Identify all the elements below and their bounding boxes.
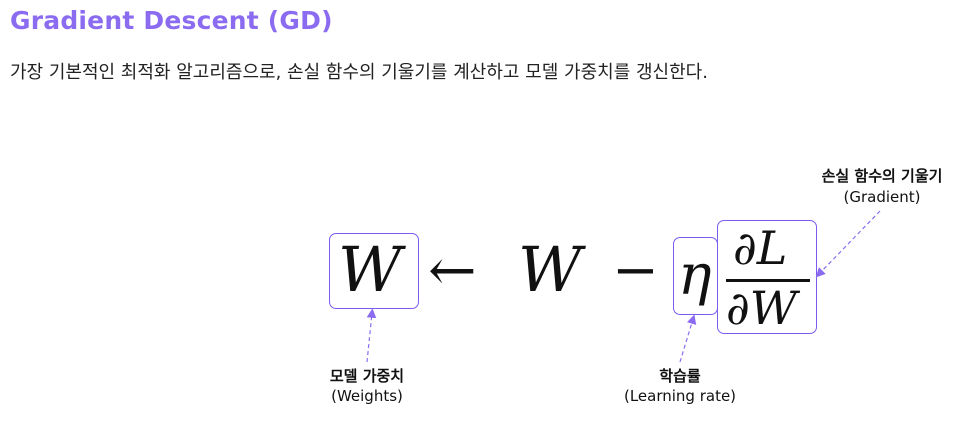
gradient-numerator: ∂L <box>733 221 788 275</box>
fraction-bar <box>726 279 810 282</box>
rhs-weight-symbol: W <box>518 233 582 306</box>
learning-rate-arrow <box>679 314 697 363</box>
page-title: Gradient Descent (GD) <box>10 6 333 35</box>
gradient-denominator: ∂W <box>726 281 798 335</box>
weights-label: 모델 가중치 <box>329 367 405 385</box>
weights-arrow <box>366 308 377 363</box>
gradient-arrow <box>815 210 881 278</box>
page-description: 가장 기본적인 최적화 알고리즘으로, 손실 함수의 기울기를 계산하고 모델 … <box>10 62 708 83</box>
eta-symbol: η <box>678 243 712 308</box>
learning-rate-sublabel: (Learning rate) <box>623 387 737 405</box>
gradient-label: 손실 함수의 기울기 <box>821 167 943 185</box>
minus-sign: − <box>612 238 659 303</box>
weights-sublabel: (Weights) <box>331 387 403 405</box>
learning-rate-label: 학습률 <box>659 367 701 385</box>
lhs-weight-symbol: W <box>338 233 402 306</box>
update-arrow: ← <box>428 236 477 304</box>
gradient-sublabel: (Gradient) <box>843 188 921 206</box>
